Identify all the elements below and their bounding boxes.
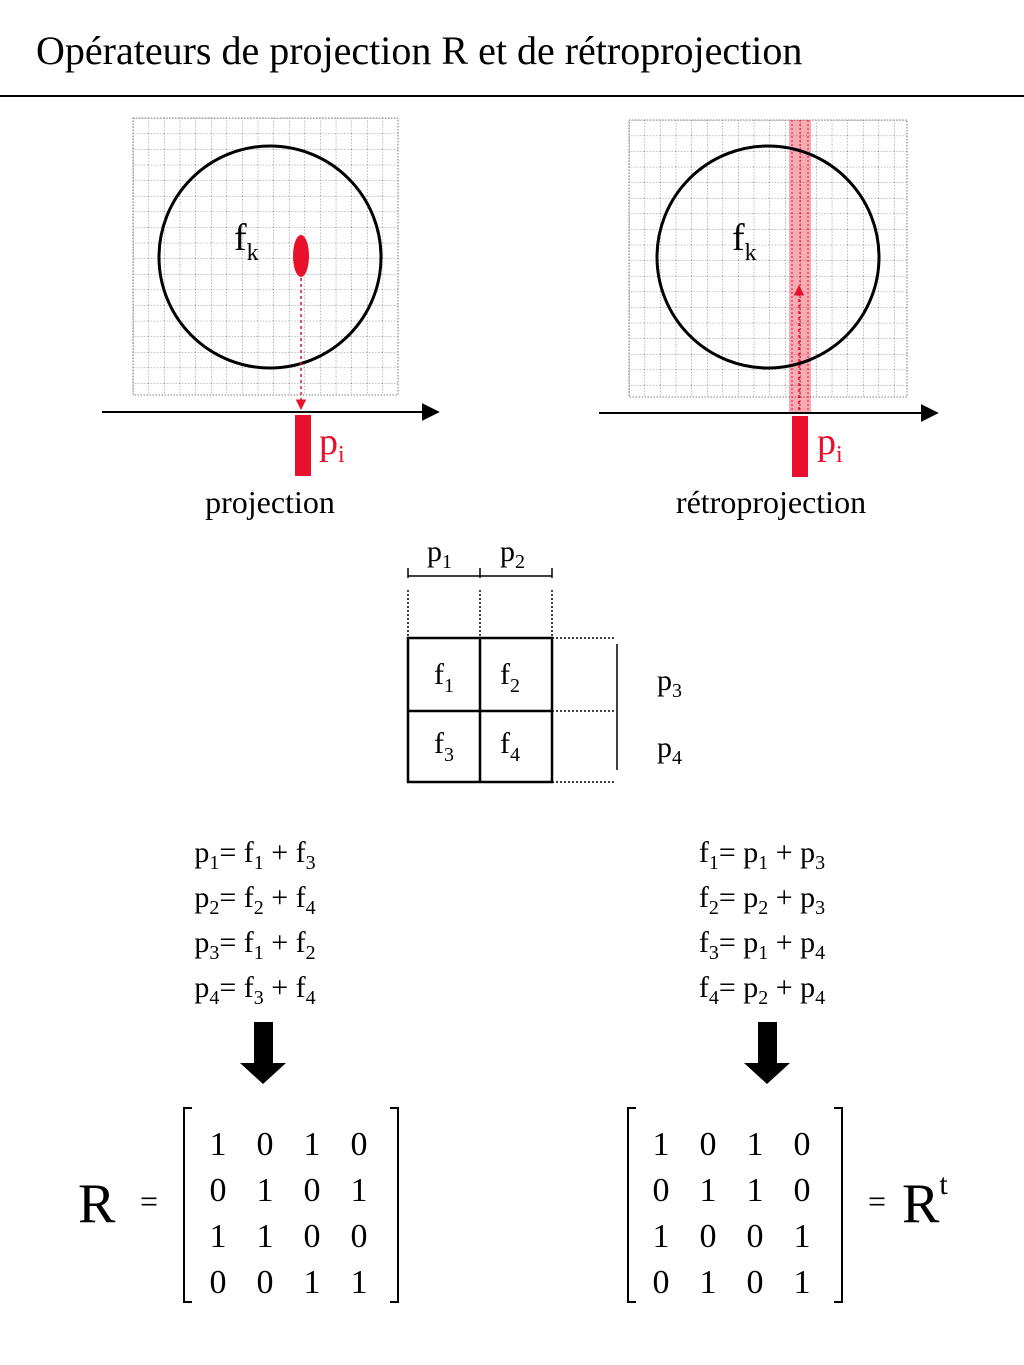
matrix-entry: 1 (257, 1218, 274, 1255)
pi-label: pi (817, 421, 843, 468)
equation-line: f2= p2 + p3 (699, 881, 825, 919)
matrix-entry: 1 (794, 1264, 811, 1301)
equation-line: p3= f1 + f2 (194, 926, 315, 964)
side-label-p4: p4 (657, 731, 682, 769)
backprojection-equations: f1= p1 + p3 f2= p2 + p3 f3= p1 + p4 f4= p2 … (699, 836, 825, 1009)
equation-line: f3= p1 + p4 (699, 926, 825, 964)
down-arrow-icon (240, 1022, 286, 1084)
matrix-entry: 0 (794, 1172, 811, 1209)
pixel-grid-border (628, 119, 908, 398)
matrix-entry: 0 (653, 1264, 670, 1301)
pixel-grid (629, 120, 907, 397)
matrix-entry: 1 (794, 1218, 811, 1255)
left-bracket (183, 1107, 192, 1303)
left-bracket (627, 1107, 636, 1303)
cell-f2: f2 (500, 658, 520, 697)
matrix-entry: 0 (210, 1172, 227, 1209)
matrix-entry: 1 (210, 1218, 227, 1255)
matrix-entry: 0 (794, 1126, 811, 1163)
matrix-entry: 0 (653, 1172, 670, 1209)
matrix-entry: 1 (257, 1172, 274, 1209)
matrix-entry: 0 (257, 1264, 274, 1301)
down-arrow-icon (744, 1022, 790, 1084)
projection-caption: projection (205, 484, 335, 520)
projection-panel: fk pi projection (102, 117, 440, 520)
matrix-entry: 0 (304, 1172, 321, 1209)
projection-bar (792, 416, 808, 477)
matrix-entry: 0 (747, 1264, 764, 1301)
matrix-entry: 0 (351, 1126, 368, 1163)
right-bracket (834, 1107, 843, 1303)
object-circle (157, 144, 383, 370)
matrix-symbol-Rt: Rt (902, 1168, 948, 1235)
matrix-entry: 1 (351, 1264, 368, 1301)
fk-label: fk (234, 217, 259, 266)
equation-line: p1= f1 + f3 (194, 836, 315, 874)
right-bracket (390, 1107, 399, 1303)
matrix-entry: 0 (700, 1218, 717, 1255)
object-circle (655, 144, 881, 370)
matrix-entry: 1 (747, 1172, 764, 1209)
equation-line: f1= p1 + p3 (699, 836, 825, 874)
backprojection-panel: fk pi rétroprojection (599, 119, 939, 520)
projection-bar (295, 415, 311, 476)
fk-label: fk (732, 217, 757, 266)
matrix-entry: 1 (304, 1264, 321, 1301)
matrix-entry: 0 (747, 1218, 764, 1255)
matrix-entry: 1 (210, 1126, 227, 1163)
equation-line: p2= f2 + f4 (194, 881, 315, 919)
matrix-entry: 1 (700, 1172, 717, 1209)
projection-equations: p1= f1 + f3 p2= f2 + f4 p3= f1 + f2 p4= f3 … (194, 836, 315, 1009)
slide-title: Opérateurs de projection R et de rétropr… (36, 28, 802, 73)
equation-line: f4= p2 + p4 (699, 971, 825, 1009)
equals-sign: = (140, 1183, 158, 1219)
matrix-entry: 0 (351, 1218, 368, 1255)
pi-label: pi (319, 421, 345, 468)
matrix-entry: 0 (304, 1218, 321, 1255)
matrix-entry: 1 (747, 1126, 764, 1163)
matrix-entry: 0 (210, 1264, 227, 1301)
pixel-grid (133, 118, 398, 395)
matrix-entry: 1 (700, 1264, 717, 1301)
cell-f1: f1 (434, 658, 454, 697)
top-label-p1: p1 (427, 535, 452, 573)
matrix-entry: 0 (257, 1126, 274, 1163)
matrix-entry: 1 (304, 1126, 321, 1163)
backprojection-caption: rétroprojection (676, 484, 866, 520)
matrix-entry: 1 (351, 1172, 368, 1209)
equation-line: p4= f3 + f4 (194, 971, 315, 1009)
matrix-symbol-R: R (78, 1173, 116, 1235)
side-label-p3: p3 (657, 664, 682, 702)
red-pixel-ellipse (293, 235, 309, 277)
pixel-grid-border (132, 117, 399, 396)
matrix-entry: 1 (653, 1126, 670, 1163)
cell-f3: f3 (434, 727, 454, 766)
grid-2x2-diagram: p1 p2 f1 f2 f3 f4 p3 p4 (406, 535, 682, 784)
matrix-entry: 1 (653, 1218, 670, 1255)
top-label-p2: p2 (500, 535, 525, 573)
matrix-entry: 0 (700, 1126, 717, 1163)
equals-sign: = (868, 1183, 886, 1219)
cell-f4: f4 (500, 727, 520, 766)
